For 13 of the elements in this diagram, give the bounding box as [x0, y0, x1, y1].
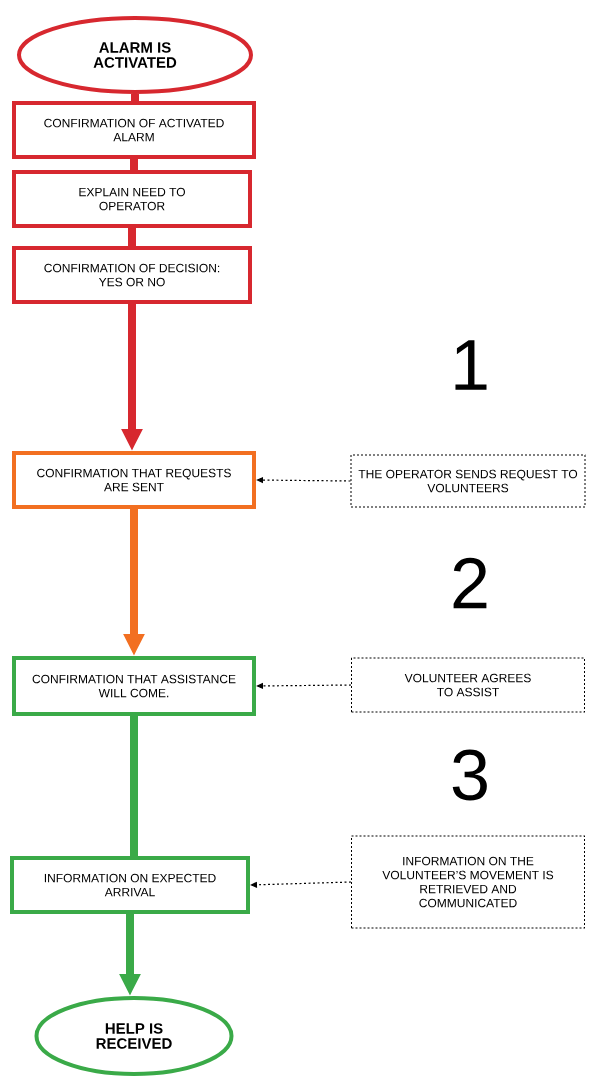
process-box: EXPLAIN NEED TO OPERATOR	[12, 170, 252, 228]
note-box: INFORMATION ON THE VOLUNTEER’S MOVEMENT IS RETRIEVED AND COMMUNICATED	[351, 835, 585, 929]
process-box: CONFIRMATION OF DECISION: YES OR NO	[12, 246, 252, 304]
step-number: 3	[452, 749, 487, 801]
process-box: CONFIRMATION THAT REQUESTS ARE SENT	[12, 451, 256, 509]
process-box: CONFIRMATION OF ACTIVATED ALARM	[12, 101, 256, 159]
arrow	[250, 881, 352, 888]
note-box: THE OPERATOR SENDS REQUEST TO VOLUNTEERS	[350, 454, 586, 508]
note-box: VOLUNTEER AGREES TO ASSIST	[351, 657, 585, 713]
step-number: 1	[455, 340, 487, 390]
process-box: INFORMATION ON EXPECTED ARRIVAL	[10, 856, 250, 914]
process-box: CONFIRMATION THAT ASSISTANCE WILL COME.	[12, 656, 256, 716]
step-number: 2	[453, 557, 487, 609]
